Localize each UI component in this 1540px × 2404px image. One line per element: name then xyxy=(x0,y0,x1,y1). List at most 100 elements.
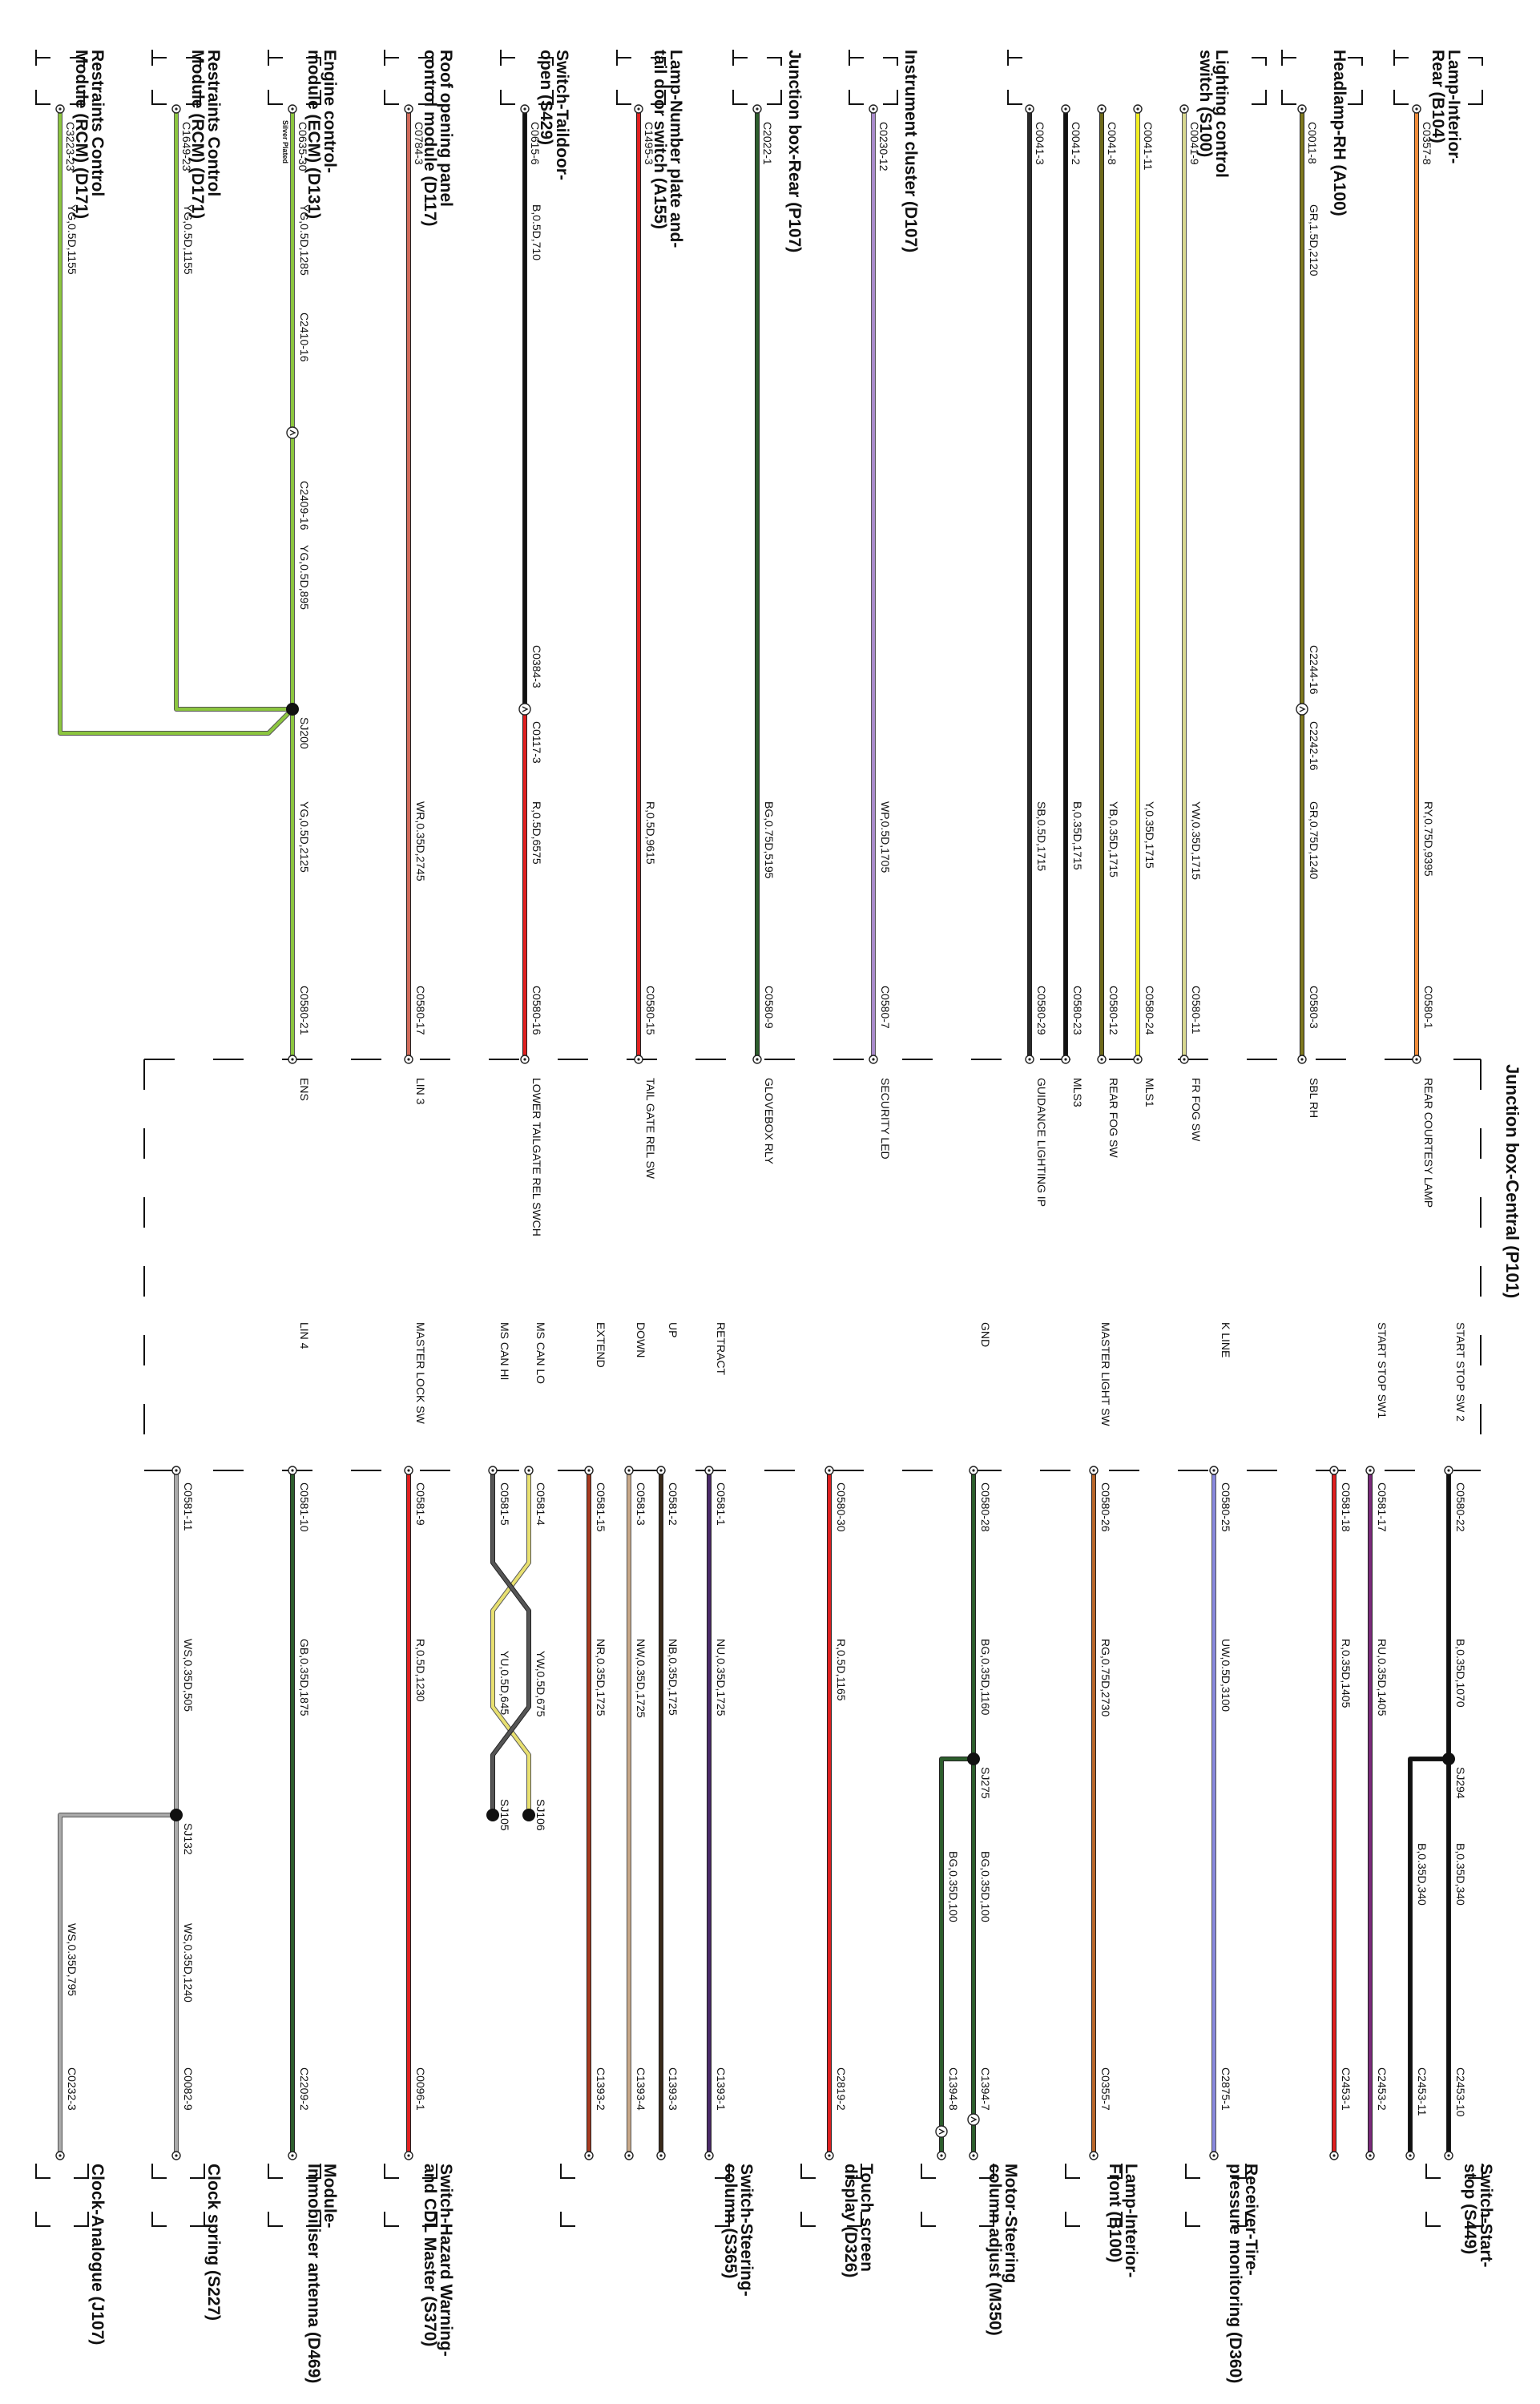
right-row-3-pin-dot xyxy=(1332,2154,1336,2157)
right-row-6-jpin-dot xyxy=(972,1469,975,1472)
left-row-12-mid-a: C2410-16 xyxy=(298,313,311,362)
right-row-17-wire2-label: WS,0.35D,1240 xyxy=(182,1923,195,2003)
right-row-13-jpin-label: C0581-4 xyxy=(534,1482,547,1526)
right-row-17-pin-dot xyxy=(175,2154,178,2157)
right-row-11-wire-label: NW,0.35D,1725 xyxy=(635,1639,647,1718)
left-row-14-pin-label: C3223-23 xyxy=(64,122,77,171)
left-row-12-inline xyxy=(286,426,299,439)
frame-roof xyxy=(384,50,433,105)
left-row-10-pin-dot xyxy=(523,107,526,111)
right-row-6-wire2-label: BG,0.35D,100 xyxy=(979,1851,992,1922)
right-row-0-comp-1: stop (S449) xyxy=(1461,2164,1479,2254)
left-row-7-pin-label: C0230-12 xyxy=(877,122,890,171)
left-row-10-mid-a: C0384-3 xyxy=(530,645,543,688)
left-row-4-wire-label: YB,0.35D,1715 xyxy=(1107,801,1120,877)
frame-jbox-rear xyxy=(732,50,782,105)
left-row-1-inline-arrow xyxy=(1299,706,1306,712)
left-row-0-comp-0: Lamp-Interior- xyxy=(1445,50,1463,163)
right-row-10-jpin-label: C0581-2 xyxy=(667,1482,679,1526)
left-row-7-pin-dot xyxy=(872,107,875,111)
right-row-7-wire xyxy=(940,1757,974,2156)
right-row-3-jpin-label: C0581-18 xyxy=(1340,1482,1353,1532)
left-row-5-wire-label: B,0.35D,1715 xyxy=(1071,801,1084,870)
left-row-0-pin-label: C0357-8 xyxy=(1421,122,1433,165)
left-row-13-pin-dot xyxy=(175,107,178,111)
right-row-10-pin-dot xyxy=(659,2154,663,2157)
labels: Junction box-Central (P101) Lamp-Interior… xyxy=(64,50,1522,2383)
right-row-17-jpin-dot xyxy=(175,1469,178,1472)
left-row-6-jpin-dot xyxy=(1028,1058,1031,1061)
right-row-10-wire-label: NB,0.35D,1725 xyxy=(667,1639,679,1716)
right-row-2-jpin-dot xyxy=(1369,1469,1372,1472)
left-row-5-signal: MLS3 xyxy=(1071,1078,1084,1107)
left-row-4-pin-dot xyxy=(1100,107,1103,111)
central-title: Junction box-Central (P101) xyxy=(1502,1064,1522,1298)
right-row-5-comp-1: Front (B100) xyxy=(1106,2164,1124,2263)
left-row-3-signal: MLS1 xyxy=(1143,1078,1156,1107)
left-row-14-comp-0: Restraints Control xyxy=(88,50,107,196)
right-row-5-signal: MASTER LIGHT SW xyxy=(1099,1322,1112,1426)
frame-clock-analogue xyxy=(35,2164,89,2227)
left-row-14-wire xyxy=(58,109,294,735)
right-row-18-pin-label: C0232-3 xyxy=(66,2067,79,2111)
left-row-8-signal: GLOVEBOX RLY xyxy=(763,1078,776,1165)
right-row-6-wire-label: BG,0.35D,1160 xyxy=(979,1639,992,1716)
right-row-6-inline-arrow xyxy=(970,2116,978,2123)
right-row-1-pin-dot xyxy=(1409,2154,1412,2157)
right-row-17-jpin-label: C0581-11 xyxy=(182,1482,195,1531)
right-row-0-wire-label: B,0.35D,1070 xyxy=(1454,1639,1467,1708)
right-row-12-pin-label: C1393-2 xyxy=(595,2067,607,2111)
left-row-4-jpin-dot xyxy=(1100,1058,1103,1061)
right-row-9-jpin-dot xyxy=(708,1469,711,1472)
left-row-11-pin-dot xyxy=(407,107,410,111)
left-row-3-jpin-dot xyxy=(1136,1058,1139,1061)
right-row-16-jpin-dot xyxy=(291,1469,294,1472)
left-row-10-wire2-label: R,0.5D,6575 xyxy=(530,801,543,865)
right-row-7-pin-dot xyxy=(940,2154,943,2157)
left-row-12-jpin-label: C0580-21 xyxy=(298,986,311,1035)
right-row-6-pin-dot xyxy=(972,2154,975,2157)
right-row-18-comp-0: Clock-Analogue (J107) xyxy=(88,2164,107,2345)
pins-and-splices xyxy=(55,104,1455,2160)
right-row-14-wire xyxy=(491,1470,530,1815)
right-row-9-jpin-label: C0581-1 xyxy=(715,1482,728,1526)
right-row-0-jpin-dot xyxy=(1447,1469,1450,1472)
right-row-9-comp-1: column (S365) xyxy=(721,2164,740,2279)
right-row-17-wire-label: WS,0.35D,505 xyxy=(182,1639,195,1712)
left-row-7-signal: SECURITY LED xyxy=(879,1078,892,1160)
left-row-1-pin-dot xyxy=(1300,107,1304,111)
right-row-15-jpin-label: C0581-9 xyxy=(414,1482,427,1526)
right-row-15-pin-dot xyxy=(407,2154,410,2157)
right-row-8-wire-label: R,0.5D,1165 xyxy=(835,1639,848,1701)
left-row-8-pin-dot xyxy=(756,107,759,111)
left-row-4-pin-label: C0041-8 xyxy=(1106,122,1119,165)
right-row-17-pin-label: C0082-9 xyxy=(182,2067,195,2111)
frame-touch-screen xyxy=(800,2164,862,2227)
central-junction-box-frame xyxy=(143,1059,1482,1471)
left-row-10-pin-label: C0615-6 xyxy=(529,122,542,165)
right-row-13-jpin-dot xyxy=(527,1469,530,1472)
left-row-11-comp-1: control module (D117) xyxy=(421,50,439,227)
left-row-10-comp-1: open (S429) xyxy=(537,50,555,145)
frame-number-plate xyxy=(616,50,666,105)
left-row-12-mid-b: C2409-16 xyxy=(298,481,311,530)
right-row-6-comp-0: Motor-Steering xyxy=(1002,2164,1020,2283)
left-row-14-wire-label: YG,0.5D,1155 xyxy=(66,204,79,275)
left-row-2-jpin-dot xyxy=(1183,1058,1186,1061)
right-row-5-pin-dot xyxy=(1092,2154,1095,2157)
right-row-5-wire-label: RG,0.75D,2730 xyxy=(1099,1639,1112,1716)
left-row-3-pin-dot xyxy=(1136,107,1139,111)
left-row-10-mid-b: C0117-3 xyxy=(530,721,543,764)
right-row-10-jpin-dot xyxy=(659,1469,663,1472)
right-row-6-pin-label: C1394-7 xyxy=(979,2067,992,2111)
right-row-15-pin-label: C0096-1 xyxy=(414,2067,427,2111)
frame-rcm-1 xyxy=(151,50,201,105)
right-row-9-comp-0: Switch-Steering- xyxy=(737,2164,756,2297)
right-row-16-pin-dot xyxy=(291,2154,294,2157)
right-row-4-wire-label: UW,0.5D,3100 xyxy=(1220,1639,1232,1712)
right-row-0-jpin-label: C0580-22 xyxy=(1454,1482,1467,1532)
left-row-12-wire2-label: YG,0.5D,895 xyxy=(298,545,311,610)
left-row-1-inline xyxy=(1296,703,1308,716)
left-row-6-pin-dot xyxy=(1028,107,1031,111)
left-row-2-comp-0: Lighting control xyxy=(1212,50,1231,178)
